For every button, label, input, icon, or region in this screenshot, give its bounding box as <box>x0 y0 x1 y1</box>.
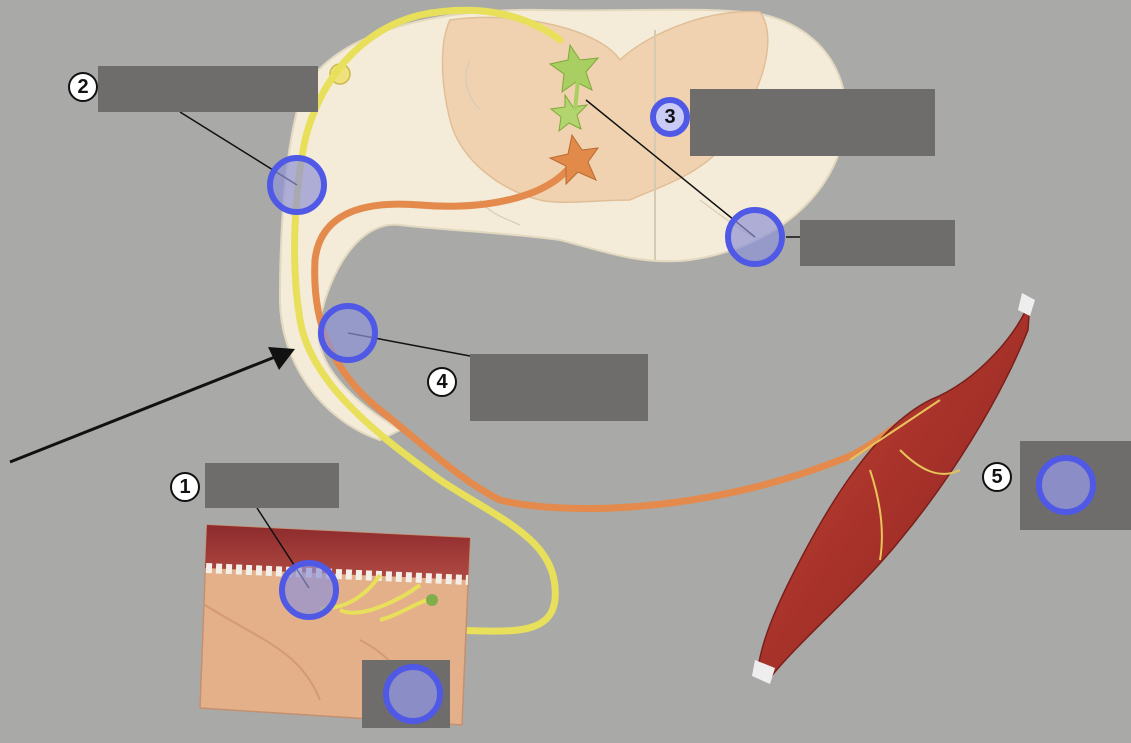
hotspot-4[interactable] <box>318 303 378 363</box>
interneuron-icon <box>548 43 600 133</box>
sensory-neuron-path <box>291 6 564 635</box>
label-box-1[interactable] <box>205 463 339 508</box>
leader-line-3 <box>585 99 756 238</box>
label-box-5[interactable] <box>1020 441 1131 530</box>
motor-neuron-cell-body-icon <box>548 133 600 186</box>
number-badge-3[interactable]: 3 <box>650 97 690 137</box>
number-badge-4: 4 <box>427 367 457 397</box>
label-box-4[interactable] <box>470 354 648 421</box>
motor-neuron-path <box>311 156 934 512</box>
hotspot-3b[interactable] <box>725 207 785 267</box>
number-badge-2: 2 <box>68 72 98 102</box>
number-badge-5: 5 <box>982 462 1012 492</box>
number-badge-1: 1 <box>170 472 200 502</box>
label-box-receptor[interactable] <box>362 660 450 728</box>
hotspot-1[interactable] <box>279 560 339 620</box>
label-box-3[interactable] <box>690 89 935 156</box>
label-box-3b[interactable] <box>800 220 955 266</box>
muscle-model <box>752 293 1035 684</box>
pointer-arrow <box>9 347 295 464</box>
hotspot-2[interactable] <box>267 155 327 215</box>
label-box-2[interactable] <box>98 66 318 112</box>
